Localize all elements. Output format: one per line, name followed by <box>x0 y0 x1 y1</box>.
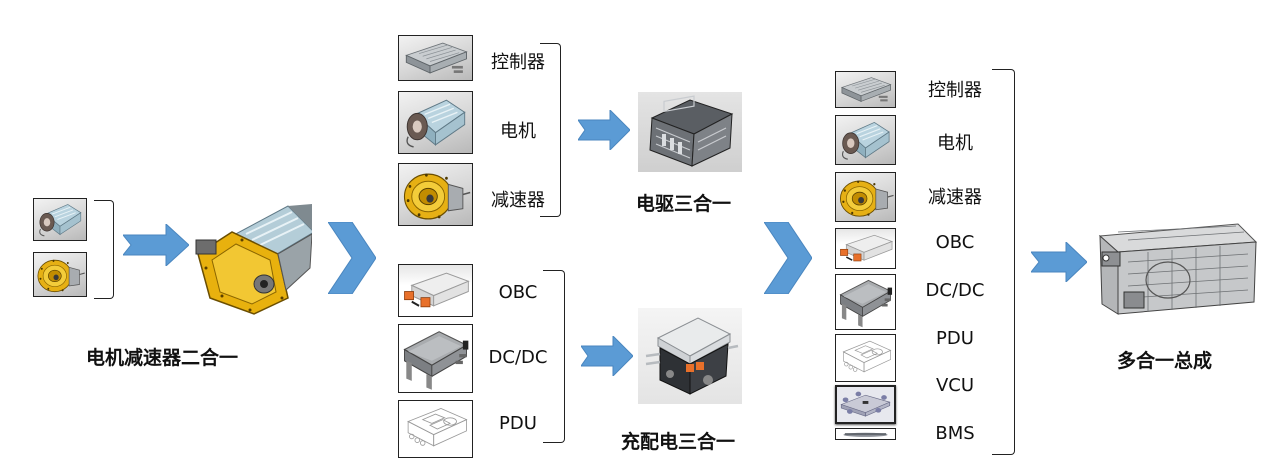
controller-thumbnail-icon <box>836 72 895 107</box>
stage3-vcu-thumbnail <box>835 385 896 424</box>
arrow-right-icon <box>1031 242 1087 282</box>
stage3-label-motor: 电机 <box>937 133 973 154</box>
chevron-right-icon <box>328 222 376 294</box>
stage3-label-bms: BMS <box>935 423 975 444</box>
stage2b-dcdc-thumbnail <box>398 324 473 393</box>
charging-distribution-three-in-one-image <box>638 308 742 404</box>
stage3-bms-thumbnail <box>835 428 896 440</box>
stage3-obc-thumbnail <box>835 228 896 269</box>
reducer-thumbnail-icon <box>399 164 472 225</box>
motor-thumbnail-icon <box>34 199 86 240</box>
motor-thumbnail-icon <box>399 92 472 153</box>
vcu-thumbnail-icon <box>837 387 894 422</box>
obc-thumbnail-icon <box>836 229 895 268</box>
stage2b-label-pdu: PDU <box>499 413 537 434</box>
stage2a-label-motor: 电机 <box>500 121 536 142</box>
chevron-1 <box>328 222 376 294</box>
stage1-bracket <box>94 200 114 299</box>
dcdc-thumbnail-icon <box>836 275 895 329</box>
chevron-2 <box>764 222 812 294</box>
reducer-thumbnail-icon <box>836 173 895 221</box>
stage1-title: 电机减速器二合一 <box>86 347 239 369</box>
stage3-label-pdu: PDU <box>936 328 974 349</box>
stage2a-arrow <box>578 110 630 150</box>
stage2b-label-obc: OBC <box>498 282 538 303</box>
arrow-right-icon <box>123 224 189 266</box>
multi-in-one-assembly-icon <box>1098 223 1258 315</box>
stage1-arrow <box>123 224 189 266</box>
stage2a-reducer-thumbnail <box>398 163 473 226</box>
stage3-controller-thumbnail <box>835 71 896 108</box>
stage3-arrow <box>1031 242 1087 282</box>
stage3-pdu-thumbnail <box>835 334 896 382</box>
stage3-motor-thumbnail <box>835 115 896 165</box>
stage3-reducer-thumbnail <box>835 172 896 222</box>
motor-reducer-assembly-icon <box>195 204 312 315</box>
stage3-label-obc: OBC <box>935 232 975 253</box>
stage1-reducer-thumbnail <box>33 252 87 297</box>
motor-thumbnail-icon <box>836 116 895 164</box>
stage2a-title: 电驱三合一 <box>636 193 732 215</box>
chevron-right-icon <box>764 222 812 294</box>
pdu-thumbnail-icon <box>399 401 472 457</box>
controller-thumbnail-icon <box>399 36 472 80</box>
arrow-right-icon <box>578 110 630 150</box>
stage3-label-reducer: 减速器 <box>928 187 982 208</box>
stage2a-motor-thumbnail <box>398 91 473 154</box>
stage3-label-controller: 控制器 <box>928 80 982 101</box>
multi-in-one-assembly-image <box>1088 218 1258 318</box>
bms-thumbnail-icon <box>836 429 895 439</box>
edrive-three-in-one-image <box>638 92 742 172</box>
stage2b-bracket <box>543 270 565 443</box>
stage2a-bracket <box>540 43 561 217</box>
stage3-label-vcu: VCU <box>935 375 975 396</box>
stage2b-label-dcdc: DC/DC <box>488 347 548 368</box>
stage1-motor-thumbnail <box>33 198 87 241</box>
stage2b-obc-thumbnail <box>398 264 473 317</box>
charging-distribution-assembly-icon <box>645 317 739 395</box>
edrive-assembly-icon <box>649 95 734 167</box>
two-in-one-assembly-image <box>192 198 312 316</box>
stage2b-pdu-thumbnail <box>398 400 473 458</box>
stage2b-arrow <box>581 336 633 376</box>
dcdc-thumbnail-icon <box>399 325 472 392</box>
stage2a-controller-thumbnail <box>398 35 473 81</box>
stage2a-label-reducer: 减速器 <box>491 190 545 211</box>
stage3-bracket <box>992 69 1015 455</box>
stage3-label-dcdc: DC/DC <box>925 280 985 301</box>
obc-thumbnail-icon <box>399 265 472 316</box>
stage3-title: 多合一总成 <box>1117 350 1213 372</box>
stage2a-label-controller: 控制器 <box>491 52 545 73</box>
arrow-right-icon <box>581 336 633 376</box>
stage3-dcdc-thumbnail <box>835 274 896 330</box>
pdu-thumbnail-icon <box>836 335 895 381</box>
stage2b-title: 充配电三合一 <box>621 431 736 453</box>
reducer-thumbnail-icon <box>34 253 86 296</box>
